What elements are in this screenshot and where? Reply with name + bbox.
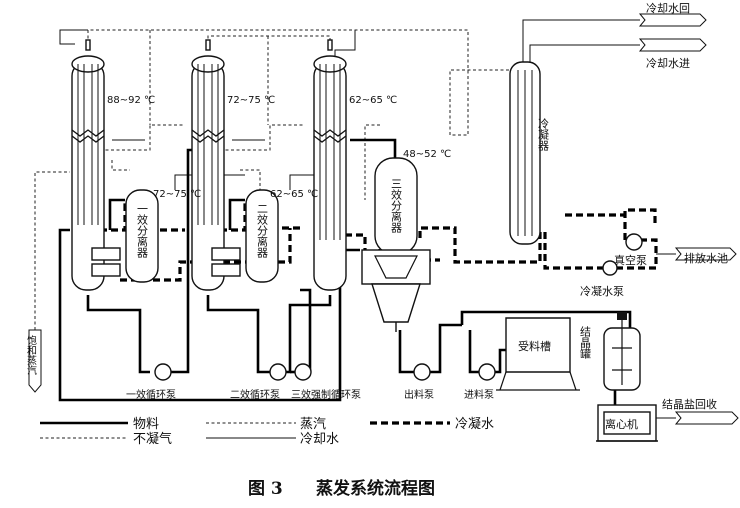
separator-1-label: 一效分离器: [136, 203, 149, 259]
pump-3: [294, 363, 312, 381]
pump-feed: [478, 363, 496, 381]
condensate-pump-label: 冷凝水泵: [580, 284, 624, 298]
pump-2-label: 二效循环泵: [230, 388, 280, 401]
evaporator-2-temp: 72~75 ℃: [227, 95, 275, 106]
vacuum-pump: [625, 233, 643, 251]
pump-discharge-label: 出料泵: [404, 388, 434, 401]
legend: [40, 421, 450, 439]
pump-1: [154, 363, 172, 381]
cooling-water-in-label: 冷却水进: [646, 57, 690, 70]
caption-number: 图 3: [248, 479, 283, 499]
cooling-water-in-arrow: [638, 38, 707, 52]
separator-1-temp: 72~75 ℃: [153, 189, 201, 200]
separator-2-temp: 62~65 ℃: [270, 189, 318, 200]
legend-cooling-water: 冷却水: [300, 432, 339, 447]
cooling-water-lines: [59, 19, 640, 190]
drain-pool-label: 排放水池: [684, 251, 728, 265]
crystallizer-label: 结晶罐: [579, 326, 592, 360]
steam-lines: [34, 29, 515, 330]
vacuum-pump-label: 真空泵: [614, 253, 647, 267]
legend-condensate: 冷凝水: [455, 416, 494, 432]
receiving-tank: [496, 317, 580, 391]
centrifuge: [596, 404, 658, 442]
saturated-steam-label: 饱和蒸汽: [25, 335, 37, 375]
condensate-pump: [602, 260, 618, 276]
cooling-water-out-label: 冷却水回: [646, 2, 690, 15]
cooling-water-out-arrow: [638, 13, 707, 27]
centrifuge-label: 离心机: [605, 417, 638, 431]
evaporator-2: [191, 39, 241, 291]
evaporator-3-temp: 62~65 ℃: [349, 95, 397, 106]
pump-2: [269, 363, 287, 381]
pump-1-label: 一效循环泵: [126, 388, 176, 401]
crystallizer: [603, 312, 641, 391]
separator-2-label: 二效分离器: [256, 203, 269, 259]
condenser-label: 冷凝器: [537, 118, 550, 152]
condenser: [509, 61, 541, 245]
salt-recovery-arrow: [674, 411, 739, 425]
saturated-steam-arrow: [28, 329, 42, 393]
separator-2: [245, 189, 279, 283]
separator-3-label: 三效分离器: [390, 178, 403, 234]
pump-discharge: [413, 363, 431, 381]
pump-3-label: 三效强制循环泵: [291, 388, 361, 401]
receiving-tank-label: 受料槽: [518, 339, 551, 353]
separator-3-temp: 48~52 ℃: [403, 149, 451, 160]
drain-pool-arrow: [674, 247, 737, 261]
separator-3: [361, 157, 431, 332]
separator-1: [125, 189, 159, 283]
legend-noncondensable: 不凝气: [133, 431, 172, 447]
pump-feed-label: 进料泵: [464, 388, 494, 401]
evaporator-1: [71, 39, 121, 291]
legend-steam: 蒸汽: [300, 417, 326, 432]
legend-material: 物料: [133, 417, 159, 432]
caption-title: 蒸发系统流程图: [316, 478, 435, 499]
evaporator-3: [313, 39, 347, 291]
salt-recovery-label: 结晶盐回收: [662, 397, 717, 411]
evaporator-1-temp: 88~92 ℃: [107, 95, 155, 106]
